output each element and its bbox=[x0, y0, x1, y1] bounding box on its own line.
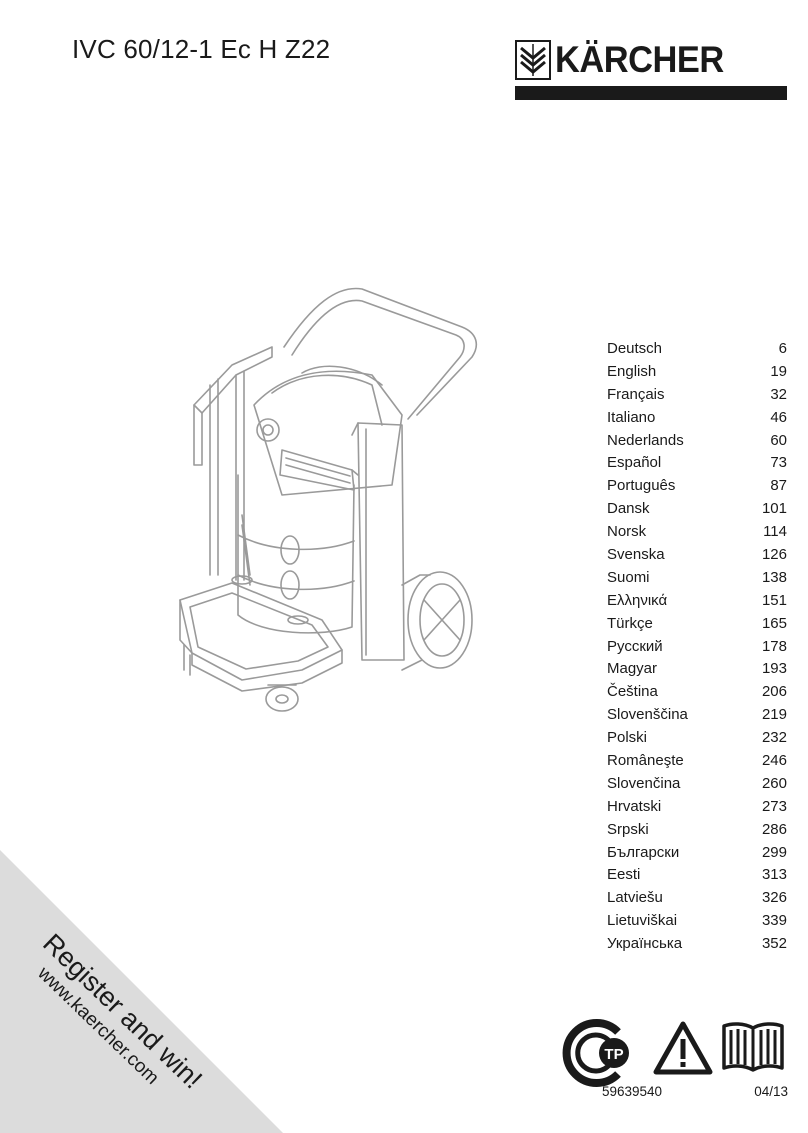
toc-page-number: 352 bbox=[761, 935, 787, 953]
toc-page-number: 6 bbox=[778, 340, 787, 357]
toc-page-number: 73 bbox=[770, 454, 787, 472]
toc-page-number: 46 bbox=[770, 408, 787, 426]
toc-page-number: 114 bbox=[763, 523, 787, 541]
toc-language-name: Suomi bbox=[607, 568, 650, 586]
toc-page-number: 299 bbox=[761, 843, 787, 861]
toc-page-number: 232 bbox=[761, 729, 787, 747]
product-title: IVC 60/12-1 Ec H Z22 bbox=[72, 34, 331, 64]
document-footer: 59639540 04/13 bbox=[602, 1084, 788, 1099]
toc-language-name: Nederlands bbox=[607, 431, 684, 449]
toc-page-number: 151 bbox=[761, 591, 787, 609]
toc-row: Româneşte 246 bbox=[607, 750, 787, 773]
toc-language-name: Español bbox=[607, 454, 662, 472]
toc-language-name: Lietuviškai bbox=[607, 912, 678, 930]
toc-page-number: 101 bbox=[761, 500, 787, 518]
toc-page-number: 165 bbox=[761, 614, 787, 632]
toc-row: Slovenčina 260 bbox=[607, 773, 787, 796]
toc-row: Latviešu 326 bbox=[607, 887, 787, 910]
toc-row: Español 73 bbox=[607, 452, 787, 475]
revision-date: 04/13 bbox=[754, 1084, 788, 1099]
toc-language-name: Eesti bbox=[607, 866, 641, 884]
toc-language-name: Ελληνικά bbox=[607, 591, 668, 609]
toc-language-name: Magyar bbox=[607, 660, 658, 678]
toc-row: Hrvatski 273 bbox=[607, 796, 787, 819]
toc-page-number: 178 bbox=[761, 637, 787, 655]
toc-language-name: English bbox=[607, 362, 657, 380]
toc-page-number: 32 bbox=[770, 385, 787, 403]
toc-row: Suomi 138 bbox=[607, 567, 787, 590]
toc-row: Eesti 313 bbox=[607, 864, 787, 887]
toc-language-name: Latviešu bbox=[607, 889, 663, 907]
read-manual-book-icon bbox=[722, 1022, 784, 1072]
toc-row: Nederlands 60 bbox=[607, 430, 787, 453]
toc-row: Norsk 114 bbox=[607, 521, 787, 544]
toc-row: Türkçe 165 bbox=[607, 613, 787, 636]
warning-triangle-icon bbox=[653, 1021, 713, 1075]
toc-row: Srpski 286 bbox=[607, 819, 787, 842]
toc-row: Dansk 101 bbox=[607, 498, 787, 521]
toc-row: Slovenščina 219 bbox=[607, 704, 787, 727]
toc-page-number: 60 bbox=[770, 431, 787, 449]
toc-page-number: 19 bbox=[770, 362, 787, 380]
vacuum-cleaner-illustration bbox=[179, 287, 478, 712]
brand-name: KÄRCHER bbox=[555, 39, 724, 80]
toc-page-number: 87 bbox=[770, 477, 787, 495]
toc-language-name: Norsk bbox=[607, 523, 647, 541]
certification-mark-text: ТР bbox=[604, 1046, 623, 1063]
toc-row: Italiano 46 bbox=[607, 407, 787, 430]
toc-page-number: 193 bbox=[761, 660, 787, 678]
toc-row: Lietuviškai 339 bbox=[607, 910, 787, 933]
toc-language-name: Български bbox=[607, 843, 680, 861]
toc-page-number: 138 bbox=[761, 568, 787, 586]
toc-page-number: 326 bbox=[761, 889, 787, 907]
toc-row: Čeština 206 bbox=[607, 681, 787, 704]
toc-page-number: 339 bbox=[761, 912, 787, 930]
toc-language-name: Slovenčina bbox=[607, 774, 681, 792]
toc-language-name: Polski bbox=[607, 729, 648, 747]
toc-language-name: Deutsch bbox=[607, 340, 663, 357]
promo-headline: Register and win! bbox=[37, 928, 209, 1095]
toc-page-number: 260 bbox=[761, 774, 787, 792]
compliance-symbols: ТР bbox=[562, 1018, 788, 1088]
toc-page-number: 206 bbox=[761, 683, 787, 701]
toc-language-name: Türkçe bbox=[607, 614, 653, 632]
toc-language-name: Français bbox=[607, 385, 665, 403]
toc-row: Deutsch 6 bbox=[607, 338, 787, 361]
toc-row: Magyar 193 bbox=[607, 658, 787, 681]
toc-row: Português 87 bbox=[607, 475, 787, 498]
toc-language-name: Hrvatski bbox=[607, 797, 662, 815]
toc-row: Ελληνικά 151 bbox=[607, 590, 787, 613]
toc-page-number: 246 bbox=[761, 752, 787, 770]
toc-language-name: Čeština bbox=[607, 683, 658, 701]
toc-page-number: 286 bbox=[761, 820, 787, 838]
toc-language-name: Українська bbox=[607, 935, 683, 953]
toc-row: Български 299 bbox=[607, 842, 787, 865]
toc-language-name: Português bbox=[607, 477, 676, 495]
toc-language-name: Slovenščina bbox=[607, 706, 688, 724]
toc-row: English 19 bbox=[607, 361, 787, 384]
toc-page-number: 273 bbox=[761, 797, 787, 815]
toc-row: Polski 232 bbox=[607, 727, 787, 750]
toc-language-name: Svenska bbox=[607, 546, 665, 564]
toc-row: Русский 178 bbox=[607, 636, 787, 659]
toc-language-name: Italiano bbox=[607, 408, 656, 426]
toc-page-number: 126 bbox=[761, 546, 787, 564]
brand-bar bbox=[515, 86, 787, 100]
toc-row: Français 32 bbox=[607, 384, 787, 407]
eac-certification-icon: ТР bbox=[562, 1019, 629, 1087]
toc-language-name: Dansk bbox=[607, 500, 650, 518]
toc-language-name: Srpski bbox=[607, 820, 649, 838]
toc-row: Українська 352 bbox=[607, 933, 787, 956]
logo-emblem-icon bbox=[515, 40, 551, 80]
part-number: 59639540 bbox=[602, 1084, 663, 1099]
toc-language-name: Русский bbox=[607, 637, 663, 655]
toc-row: Svenska 126 bbox=[607, 544, 787, 567]
brand-logo: KÄRCHER bbox=[515, 40, 787, 102]
toc-page-number: 313 bbox=[761, 866, 787, 884]
toc-language-name: Româneşte bbox=[607, 752, 684, 770]
toc-page-number: 219 bbox=[761, 706, 787, 724]
